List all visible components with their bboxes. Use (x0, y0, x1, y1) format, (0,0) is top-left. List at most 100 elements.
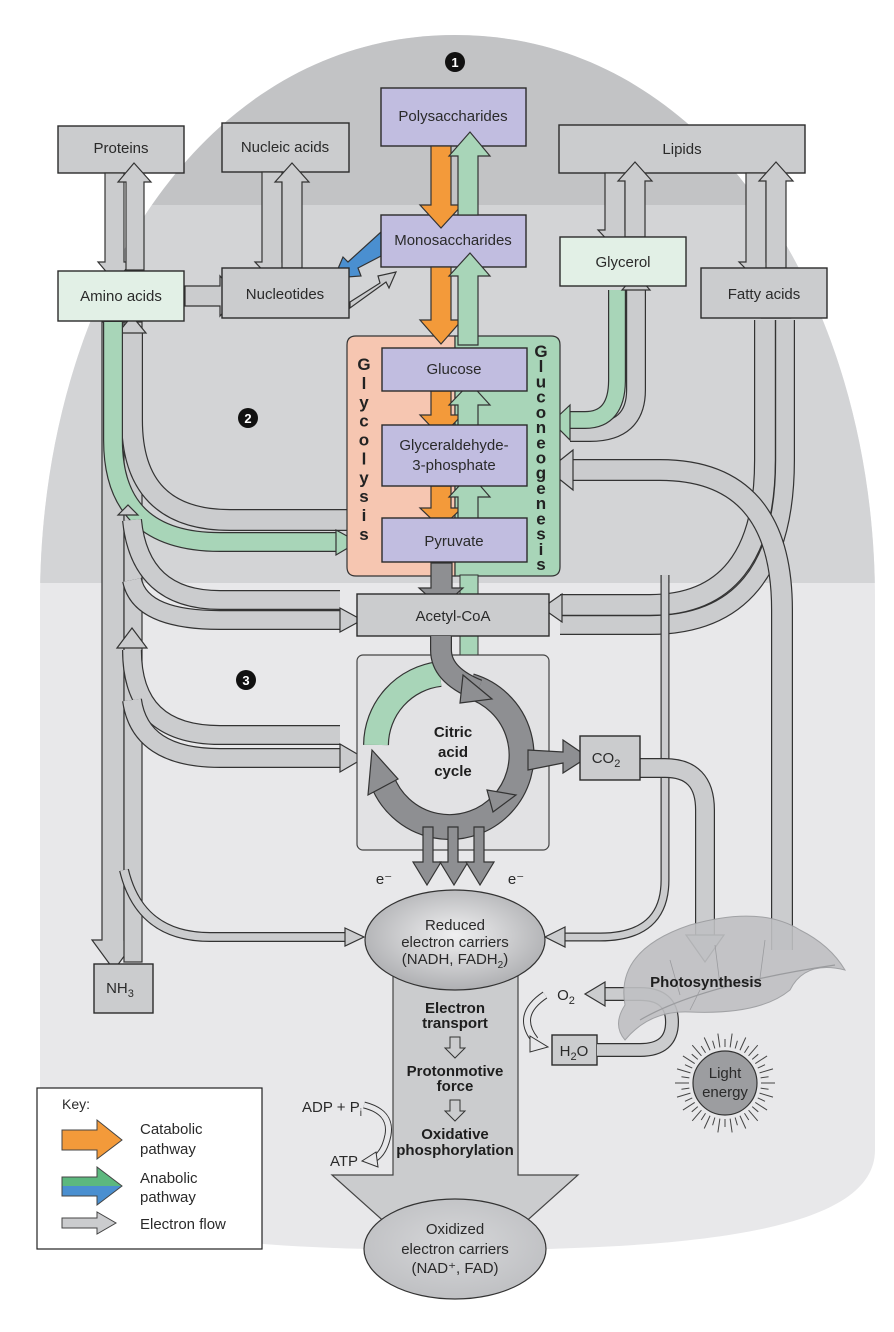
svg-text:Catabolic: Catabolic (140, 1121, 203, 1138)
svg-text:2: 2 (244, 411, 251, 426)
node-glyceraldehyde-3-phosphate (381, 424, 528, 487)
svg-text:pathway: pathway (140, 1141, 196, 1158)
gluconeogenesis-letter: n (536, 494, 546, 513)
sun-ray (734, 1117, 738, 1126)
glycolysis-letter: y (359, 393, 369, 412)
light-energy-sun: Light energy (675, 1033, 775, 1133)
svg-text:Pyruvate: Pyruvate (424, 533, 483, 550)
svg-text:Citric: Citric (434, 724, 472, 741)
svg-text:Electron: Electron (425, 1000, 485, 1017)
gluconeogenesis-letter: c (536, 388, 545, 407)
sun-ray (734, 1040, 738, 1049)
legend-item-anabolic: Anabolic pathway (61, 1165, 198, 1207)
photosynthesis-leaf: Photosynthesis (618, 915, 847, 1041)
top-tier-arrows (96, 161, 795, 318)
sun-ray (703, 1037, 711, 1051)
middle-tier: Amino acids Nucleotides Monosaccharides … (57, 214, 828, 322)
gluconeogenesis-letter: o (536, 449, 546, 468)
sun-ray (717, 1118, 721, 1133)
svg-text:ATP: ATP (330, 1153, 358, 1170)
gluconeogenesis-letter: G (534, 342, 547, 361)
sun-ray (751, 1053, 759, 1060)
svg-text:3-phosphate: 3-phosphate (412, 457, 495, 474)
sun-ray (700, 1045, 706, 1053)
svg-text:Lipids: Lipids (662, 141, 701, 158)
sun-ray (760, 1087, 769, 1090)
sun-ray (681, 1087, 690, 1090)
node-proteins (57, 125, 185, 174)
node-fatty-acids (700, 267, 828, 319)
svg-text:force: force (437, 1078, 474, 1095)
glycolysis-letter: l (362, 374, 367, 393)
sun-ray (755, 1055, 768, 1064)
glycolysis-letter: s (359, 487, 368, 506)
step-marker-1: 1 (445, 52, 465, 72)
anabolic-arrow-icon (61, 1165, 123, 1207)
gluconeogenesis-letter: u (536, 372, 546, 391)
svg-text:Glucose: Glucose (426, 361, 481, 378)
node-lipids (558, 124, 806, 174)
electron-flow-arrow-icon (61, 1211, 117, 1235)
glycolysis-letter: G (357, 355, 370, 374)
sun-ray (700, 1113, 706, 1121)
sun-ray (676, 1092, 691, 1098)
sun-ray (759, 1092, 774, 1098)
step-marker-2: 2 (238, 408, 258, 428)
legend-title: Key: (62, 1096, 90, 1112)
svg-text:Photosynthesis: Photosynthesis (650, 974, 762, 991)
sun-ray (682, 1102, 695, 1111)
sun-ray (681, 1076, 690, 1079)
sun-ray (703, 1115, 711, 1129)
sun-ray (691, 1109, 702, 1122)
sun-ray (748, 1109, 759, 1122)
svg-text:Proteins: Proteins (93, 140, 148, 157)
glycolysis-letter: i (362, 506, 367, 525)
gluconeogenesis-letter: o (536, 403, 546, 422)
step-marker-3: 3 (236, 670, 256, 690)
sun-ray (717, 1033, 721, 1048)
glycolysis-letter: c (359, 412, 368, 431)
down-arrow-icon (443, 1036, 467, 1059)
carbohydrate-boxes: Glucose Glyceraldehyde- 3-phosphate Pyru… (381, 347, 528, 563)
sun-ray (744, 1045, 750, 1053)
gluconeogenesis-letter: e (536, 509, 545, 528)
electron-label-right: e⁻ (508, 871, 524, 888)
node-nh3 (93, 963, 154, 1014)
node-polysaccharides (380, 87, 527, 147)
svg-text:H2O: H2O (560, 1043, 589, 1063)
node-reduced-electron-carriers: Reduced electron carriers (NADH, FADH2) (364, 889, 546, 991)
gluconeogenesis-letter: s (536, 525, 545, 544)
sun-ray (739, 1037, 747, 1051)
svg-text:NH3: NH3 (106, 980, 134, 1000)
gluconeogenesis-letter: s (536, 555, 545, 574)
sun-ray (751, 1106, 759, 1113)
svg-text:Anabolic: Anabolic (140, 1170, 198, 1187)
svg-text:Protonmotive: Protonmotive (407, 1063, 504, 1080)
svg-text:Glycerol: Glycerol (595, 254, 650, 271)
atp-synthesis: ADP + Pi ATP (302, 1099, 392, 1170)
svg-text:Electron flow: Electron flow (140, 1216, 226, 1233)
svg-text:ADP + Pi: ADP + Pi (302, 1099, 362, 1119)
sun-ray (691, 1053, 699, 1060)
sun-ray (748, 1044, 759, 1057)
svg-text:CO2: CO2 (592, 750, 621, 770)
svg-text:Oxidized: Oxidized (426, 1221, 484, 1238)
sun-ray (729, 1033, 733, 1048)
sun-ray (755, 1102, 768, 1111)
electron-label-left: e⁻ (376, 871, 392, 888)
svg-text:Acetyl-CoA: Acetyl-CoA (415, 608, 490, 625)
svg-text:Polysaccharides: Polysaccharides (398, 108, 507, 125)
svg-text:transport: transport (422, 1015, 488, 1032)
sun-icon (692, 1050, 758, 1116)
sun-ray (691, 1044, 702, 1057)
svg-text:Nucleic acids: Nucleic acids (241, 139, 329, 156)
down-arrow-icon (443, 1099, 467, 1122)
sun-ray (712, 1117, 716, 1126)
sun-ray (684, 1064, 693, 1069)
sun-ray (712, 1040, 716, 1049)
sun-ray (729, 1118, 733, 1133)
sun-ray (759, 1068, 774, 1074)
sun-ray (684, 1097, 693, 1102)
